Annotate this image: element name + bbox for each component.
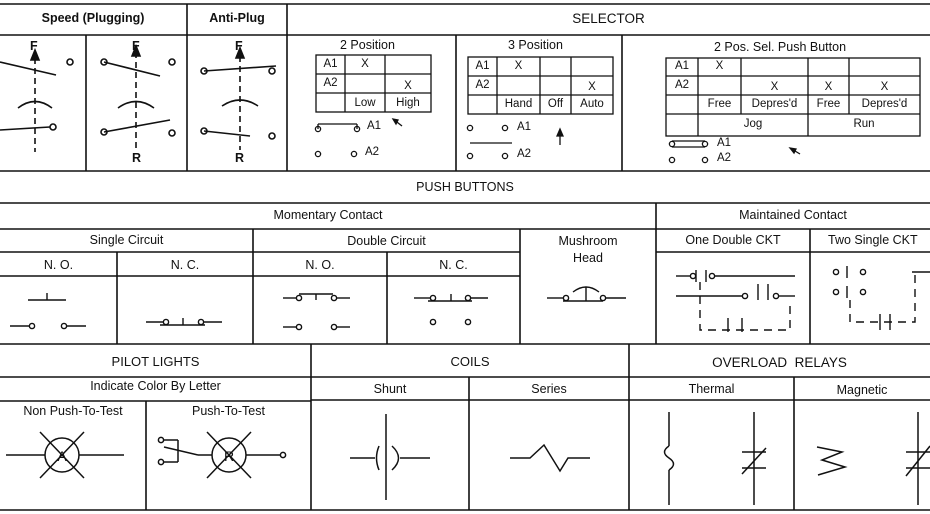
coil-series-symbol	[510, 443, 590, 473]
cell-a2: A2	[674, 79, 690, 91]
label-f-1: F	[30, 39, 38, 53]
cell-jog: Jog	[743, 118, 763, 130]
cell-off: Off	[547, 98, 564, 110]
label-a2: A2	[717, 152, 732, 164]
cell-a1: A1	[323, 58, 338, 70]
coil-shunt-symbol	[350, 414, 430, 500]
header-indicate-color: Indicate Color By Letter	[90, 379, 221, 393]
label-a1: A1	[367, 120, 382, 132]
cell-x: X	[404, 80, 412, 92]
header-selector: SELECTOR	[572, 11, 645, 26]
header-2-pos-sel-push-button: 2 Pos. Sel. Push Button	[714, 40, 847, 54]
header-one-double-ckt: One Double CKT	[685, 233, 781, 247]
overload-magnetic-symbol	[816, 412, 930, 505]
header-anti-plug: Anti-Plug	[209, 11, 265, 25]
pb-double-no-symbol	[283, 293, 350, 331]
cell-x: X	[880, 81, 889, 93]
pb-single-nc-symbol	[146, 318, 222, 326]
pb-single-no-symbol	[10, 293, 86, 330]
cell-a2: A2	[323, 77, 338, 89]
cell-high: High	[396, 97, 420, 109]
label-a2: A2	[517, 148, 532, 160]
lamp-letter-r: R	[223, 448, 235, 464]
cell-a1: A1	[475, 60, 490, 72]
header-2-position: 2 Position	[340, 38, 395, 52]
label-a1: A1	[517, 121, 532, 133]
header-head: Head	[573, 251, 603, 265]
speed-plugging-symbol-right	[100, 43, 176, 150]
mushroom-head-symbol	[547, 286, 626, 302]
header-non-push-to-test: Non Push-To-Test	[23, 404, 123, 418]
two-position-contacts	[314, 118, 403, 158]
header-single-circuit: Single Circuit	[89, 233, 164, 247]
cell-low: Low	[354, 97, 376, 109]
cell-a2: A2	[475, 79, 490, 91]
label-a2: A2	[365, 146, 380, 158]
table-2-pos-sel-push-button	[665, 57, 921, 137]
header-no: N. O.	[305, 258, 335, 272]
maintained-two-single-symbol	[832, 266, 930, 330]
cell-auto: Auto	[580, 98, 604, 110]
cell-x: X	[824, 81, 833, 93]
cell-x: X	[770, 81, 779, 93]
cell-x: X	[715, 60, 724, 72]
header-pilot-lights: PILOT LIGHTS	[111, 354, 200, 369]
header-maintained-contact: Maintained Contact	[739, 208, 847, 222]
table-3-position	[467, 56, 614, 115]
header-double-circuit: Double Circuit	[347, 234, 426, 248]
header-3-position: 3 Position	[508, 38, 563, 52]
push-button-selector-contacts	[668, 140, 801, 164]
label-a1: A1	[717, 137, 732, 149]
cell-depresd: Depres'd	[751, 98, 798, 110]
header-thermal: Thermal	[688, 382, 735, 396]
cell-free: Free	[707, 98, 732, 110]
pilot-light-push-to-test-symbol	[157, 431, 287, 479]
pilot-light-non-push-to-test-symbol	[6, 431, 124, 479]
header-magnetic: Magnetic	[836, 383, 888, 397]
header-speed-plugging: Speed (Plugging)	[41, 11, 145, 25]
header-two-single-ckt: Two Single CKT	[828, 233, 918, 247]
cell-x: X	[588, 81, 596, 93]
cell-hand: Hand	[504, 98, 533, 110]
cell-x: X	[361, 58, 369, 70]
header-no: N. O.	[43, 258, 74, 272]
header-overload-relays: OVERLOAD RELAYS	[712, 355, 847, 370]
speed-plugging-symbol-left	[0, 47, 74, 152]
cell-free: Free	[816, 98, 841, 110]
header-push-to-test: Push-To-Test	[192, 404, 265, 418]
label-r-1: R	[132, 151, 142, 165]
header-shunt: Shunt	[373, 382, 407, 396]
table-2-position	[315, 54, 432, 113]
header-push-buttons: PUSH BUTTONS	[416, 180, 514, 194]
label-r-2: R	[235, 151, 245, 165]
label-f-2: F	[132, 39, 140, 53]
maintained-one-double-symbol	[676, 270, 795, 332]
three-position-contacts	[466, 124, 564, 160]
grid-lines	[0, 3, 930, 511]
header-mushroom: Mushroom	[558, 234, 618, 248]
header-series: Series	[531, 382, 567, 396]
header-nc: N. C.	[170, 258, 200, 272]
header-momentary-contact: Momentary Contact	[273, 208, 383, 222]
cell-x: X	[514, 60, 523, 72]
anti-plug-symbol	[200, 45, 277, 150]
pb-double-nc-symbol	[414, 294, 488, 326]
overload-thermal-symbol	[663, 412, 767, 505]
header-coils: COILS	[450, 354, 490, 369]
lamp-letter-a: A	[57, 448, 67, 464]
cell-run: Run	[853, 118, 875, 130]
label-f-3: F	[235, 39, 243, 53]
cell-depresd: Depres'd	[861, 98, 908, 110]
cell-a1: A1	[674, 60, 690, 72]
header-nc: N. C.	[439, 258, 468, 272]
